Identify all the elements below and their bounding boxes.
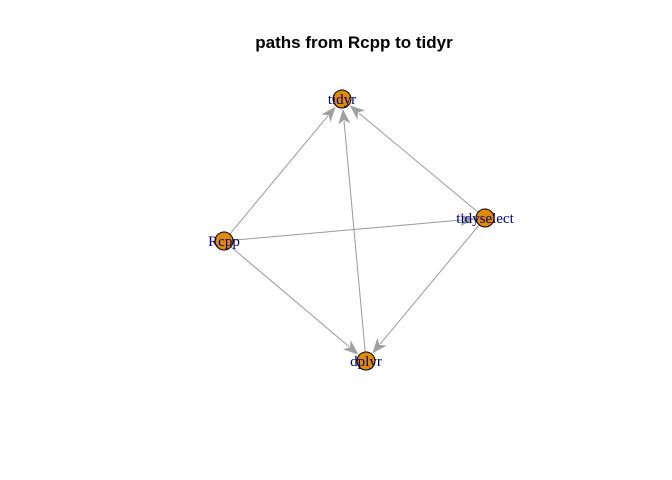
arrowhead-Rcpp-to-tidyr (321, 106, 336, 123)
edge-Rcpp-to-tidyr (229, 115, 329, 235)
arrowhead-dplyr-to-tidyr (338, 109, 351, 125)
node-circle-Rcpp (214, 231, 234, 251)
arrowhead-Rcpp-to-dplyr (343, 340, 359, 355)
node-label-dplyr: dplyr (350, 354, 382, 370)
node-dplyr: dplyr (350, 351, 382, 371)
node-label-Rcpp: Rcpp (208, 234, 240, 250)
node-circle-tidyr (332, 89, 352, 109)
node-tidyselect: tidyselect (456, 208, 515, 228)
node-tidyr: tidyr (328, 89, 356, 109)
edge-Rcpp-to-tidyselect (232, 219, 464, 241)
arrowhead-tidyselect-to-tidyr (349, 105, 366, 120)
edge-Rcpp-to-dplyr (230, 246, 350, 348)
edge-tidyselect-to-tidyr (358, 112, 479, 213)
node-label-tidyr: tidyr (328, 92, 356, 108)
node-circle-tidyselect (475, 208, 495, 228)
edge-dplyr-to-tidyr (343, 120, 366, 353)
graph-title: paths from Rcpp to tidyr (255, 33, 453, 52)
arrowhead-Rcpp-to-tidyselect (459, 214, 475, 227)
node-Rcpp: Rcpp (208, 231, 240, 251)
node-circle-dplyr (356, 351, 376, 371)
edge-tidyselect-to-dplyr (379, 224, 480, 345)
node-label-tidyselect: tidyselect (456, 211, 514, 227)
edges-layer (229, 105, 480, 355)
arrowhead-tidyselect-to-dplyr (372, 337, 387, 354)
